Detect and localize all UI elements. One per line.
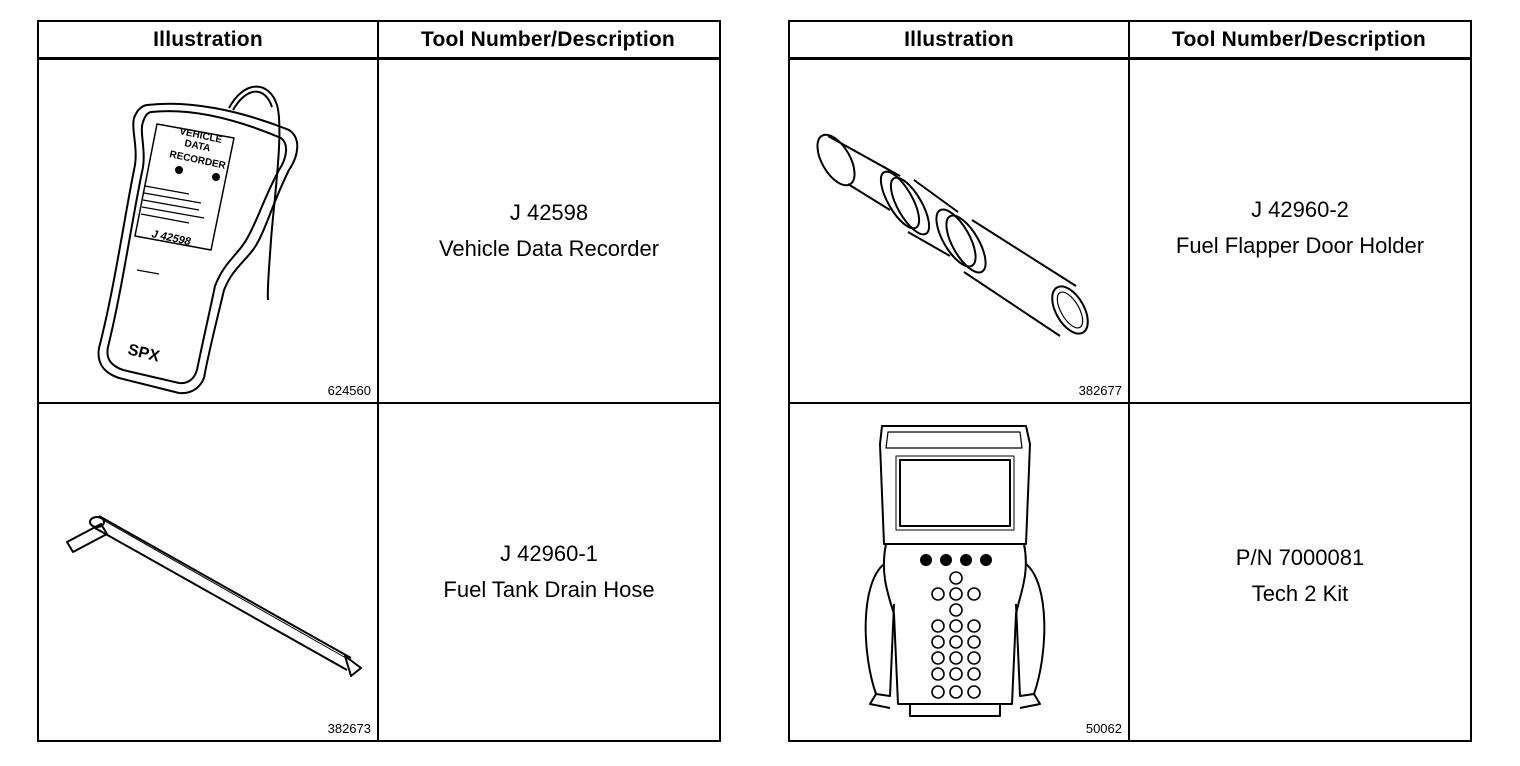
tool-description-cell: J 42960-1 Fuel Tank Drain Hose	[379, 404, 719, 740]
device-brand-logo: SPX	[126, 341, 161, 365]
tool-description: Vehicle Data Recorder	[438, 236, 660, 261]
tool-description-cell: P/N 7000081 Tech 2 Kit	[1130, 404, 1470, 740]
tool-number: J 42960-2	[1251, 197, 1349, 222]
tool-description: Tech 2 Kit	[1251, 581, 1349, 606]
fuel-tank-drain-hose-illustration	[66, 515, 362, 677]
tool-description-cell: J 42598 Vehicle Data Recorder	[379, 60, 719, 402]
tool-description-cell: J 42960-2 Fuel Flapper Door Holder	[1130, 60, 1470, 402]
column-divider	[1128, 22, 1130, 740]
illustration-cell: 382677	[790, 60, 1128, 402]
device-part-number: J 42598	[150, 228, 192, 248]
fuel-flapper-door-holder-illustration	[816, 133, 1089, 337]
illustration-cell: 50062	[790, 404, 1128, 740]
tool-number: J 42598	[509, 200, 589, 225]
figure-id: 624560	[327, 383, 371, 398]
header-illustration: Illustration	[39, 22, 377, 60]
header-tool-description: Tool Number/Description	[1128, 22, 1470, 60]
header-tool-description: Tool Number/Description	[377, 22, 719, 60]
row-divider	[790, 402, 1470, 404]
tool-table-right: Illustration Tool Number/Description	[788, 20, 1472, 742]
tech-2-scan-tool-illustration	[864, 425, 1046, 717]
figure-id: 382677	[1078, 383, 1122, 398]
tool-description: Fuel Tank Drain Hose	[443, 577, 655, 602]
column-divider	[377, 22, 379, 740]
figure-id: 382673	[327, 721, 371, 736]
device-title-line2: DATA	[183, 138, 211, 154]
tool-number: J 42960-1	[500, 541, 598, 566]
figure-id: 50062	[1085, 721, 1122, 736]
tool-number: P/N 7000081	[1235, 545, 1365, 570]
row-divider	[39, 402, 719, 404]
illustration-cell: VEHICLE DATA RECORDER J 42598 SPX 624560	[39, 60, 377, 402]
header-illustration: Illustration	[790, 22, 1128, 60]
vehicle-data-recorder-illustration: VEHICLE DATA RECORDER J 42598 SPX	[97, 85, 299, 395]
illustration-cell: 382673	[39, 404, 377, 740]
tool-table-left: Illustration Tool Number/Description VEH…	[37, 20, 721, 742]
tool-description: Fuel Flapper Door Holder	[1175, 233, 1425, 258]
